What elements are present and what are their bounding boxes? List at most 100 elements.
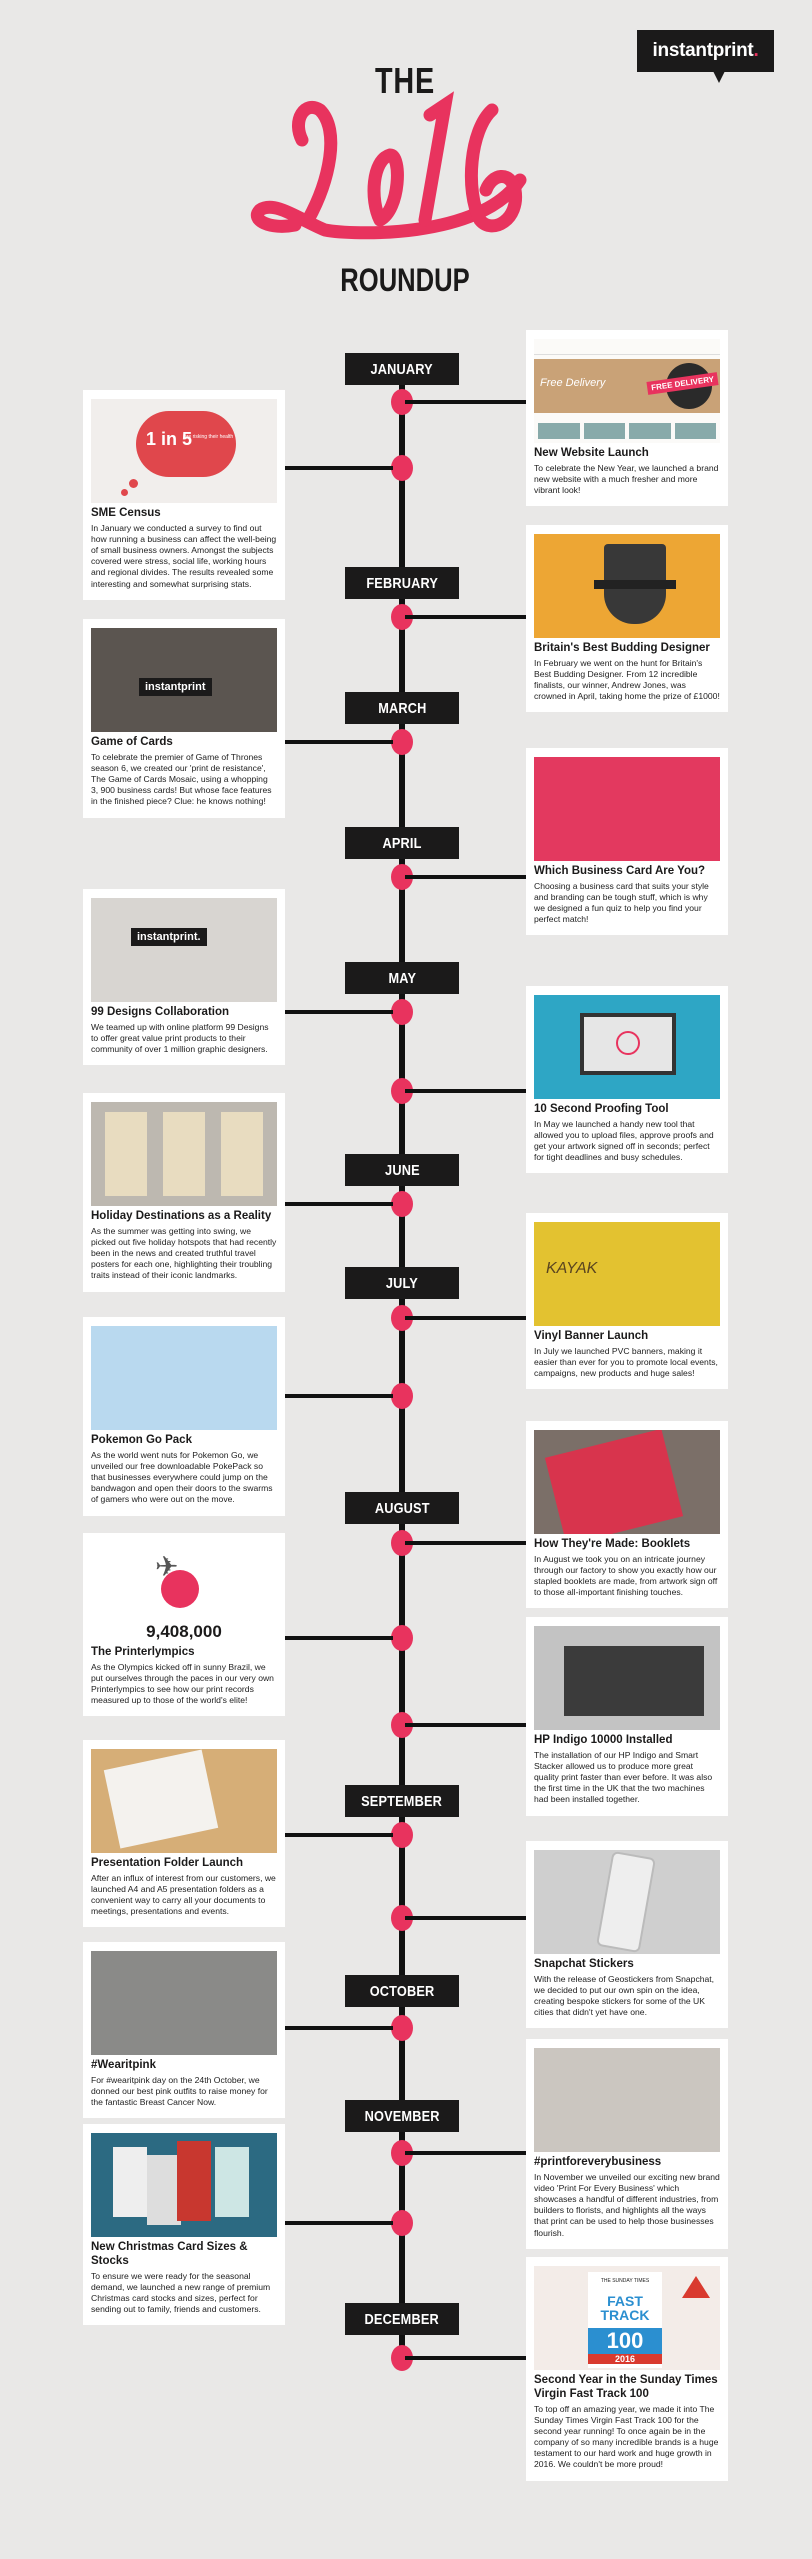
event-title: New Christmas Card Sizes & Stocks [91, 2241, 248, 2267]
month-label-july: JULY [345, 1267, 459, 1299]
event-card-sme-census[interactable]: 1 in 5 are risking their health SME Cens… [83, 390, 285, 600]
timeline-node [391, 1625, 413, 1651]
event-card-wearitpink[interactable]: #Wearitpink For #wearitpink day on the 2… [83, 1942, 285, 2119]
event-card-pokemon-go-pack[interactable]: Pokemon Go Pack As the world went nuts f… [83, 1317, 285, 1516]
timeline-node [391, 455, 413, 481]
title-2016-script [251, 91, 527, 240]
connector-line [285, 1394, 393, 1398]
connector-line [405, 1089, 526, 1093]
connector-line [405, 1316, 526, 1320]
snapchat-phone-image [534, 1850, 720, 1954]
event-title: New Website Launch [534, 447, 649, 459]
event-title: HP Indigo 10000 Installed [534, 1734, 673, 1746]
event-card-the-printerlympics[interactable]: ✈ 9,408,000 The Printerlympics As the Ol… [83, 1533, 285, 1717]
event-card-99-designs-collaboration[interactable]: instantprint. 99 Designs Collaboration W… [83, 889, 285, 1066]
event-title: Second Year in the Sunday Times Virgin F… [534, 2374, 718, 2400]
month-label-october: OCTOBER [345, 1975, 459, 2007]
quiz-flowchart-image [534, 757, 720, 861]
thought-cloud-image: 1 in 5 are risking their health [91, 399, 277, 503]
event-card-snapchat-stickers[interactable]: Snapchat Stickers With the release of Ge… [526, 1841, 728, 2029]
connector-line [405, 2356, 526, 2360]
event-card-presentation-folder-launch[interactable]: Presentation Folder Launch After an infl… [83, 1740, 285, 1928]
event-title: Pokemon Go Pack [91, 1434, 192, 1446]
timeline-node [391, 1383, 413, 1409]
month-label-may: MAY [345, 962, 459, 994]
event-title: Snapchat Stickers [534, 1958, 634, 1970]
event-card-hp-indigo-installed[interactable]: HP Indigo 10000 Installed The installati… [526, 1617, 728, 1816]
event-title: Vinyl Banner Launch [534, 1330, 649, 1342]
connector-line [405, 875, 526, 879]
timeline-node [391, 864, 413, 890]
event-description: As the Olympics kicked off in sunny Braz… [91, 1661, 274, 1706]
month-label-january: JANUARY [345, 353, 459, 385]
pokestop-poster-image [91, 1326, 277, 1430]
event-card-how-theyre-made-booklets[interactable]: How They're Made: Booklets In August we … [526, 1421, 728, 1609]
event-title: 99 Designs Collaboration [91, 1006, 230, 1018]
event-card-new-christmas-cards[interactable]: New Christmas Card Sizes & Stocks To ens… [83, 2124, 285, 2326]
globe-plane-image: ✈ [91, 1542, 277, 1620]
website-screenshot-image: Free Delivery FREE DELIVERY [534, 339, 720, 443]
month-label-december: DECEMBER [345, 2303, 459, 2335]
hp-indigo-press-image [534, 1626, 720, 1730]
connector-line [285, 1202, 393, 1206]
timeline-node [391, 1905, 413, 1931]
timeline-node [391, 1530, 413, 1556]
connector-line [405, 1723, 526, 1727]
connector-line [285, 1010, 393, 1014]
event-description: To ensure we were ready for the seasonal… [91, 2270, 271, 2315]
event-card-sunday-times-fast-track-100[interactable]: THE SUNDAY TIMES FAST TRACK 100 2016 Sec… [526, 2257, 728, 2481]
month-label-march: MARCH [345, 692, 459, 724]
event-description: In July we launched PVC banners, making … [534, 1345, 718, 1379]
event-card-10-second-proofing-tool[interactable]: 10 Second Proofing Tool In May we launch… [526, 986, 728, 1174]
event-card-vinyl-banner-launch[interactable]: KAYAK Vinyl Banner Launch In July we lau… [526, 1213, 728, 1390]
printerlympics-stat: 9,408,000 [146, 1622, 222, 1641]
month-label-april: APRIL [345, 827, 459, 859]
print-products-collage-image: instantprint. [91, 898, 277, 1002]
event-description: The installation of our HP Indigo and Sm… [534, 1749, 713, 1805]
month-label-september: SEPTEMBER [345, 1785, 459, 1817]
event-card-holiday-destinations[interactable]: Holiday Destinations as a Reality As the… [83, 1093, 285, 1292]
designer-shield-image [534, 534, 720, 638]
event-card-which-business-card-are-you[interactable]: Which Business Card Are You? Choosing a … [526, 748, 728, 936]
event-description: With the release of Geostickers from Sna… [534, 1973, 715, 2018]
month-label-november: NOVEMBER [345, 2100, 459, 2132]
brand-video-still-image [534, 2048, 720, 2152]
proofing-monitor-image [534, 995, 720, 1099]
connector-line [285, 740, 393, 744]
event-card-game-of-cards[interactable]: instantprint Game of Cards To celebrate … [83, 619, 285, 818]
event-title: Game of Cards [91, 736, 173, 748]
connector-line [285, 2221, 393, 2225]
fast-track-100-image: THE SUNDAY TIMES FAST TRACK 100 2016 [534, 2266, 720, 2370]
team-pink-photo-image [91, 1951, 277, 2055]
event-title: How They're Made: Booklets [534, 1538, 691, 1550]
event-description: As the summer was getting into swing, we… [91, 1225, 277, 1281]
timeline-node [391, 2210, 413, 2236]
connector-line [285, 466, 393, 470]
logo-text: instantprint [652, 40, 754, 61]
stapled-booklet-image [534, 1430, 720, 1534]
event-description: For #wearitpink day on the 24th October,… [91, 2074, 268, 2108]
timeline-node [391, 2345, 413, 2371]
event-card-printforeverybusiness[interactable]: #printforeverybusiness In November we un… [526, 2039, 728, 2249]
connector-line [285, 1636, 393, 1640]
event-title: Britain's Best Budding Designer [534, 642, 710, 654]
event-description: To celebrate the premier of Game of Thro… [91, 751, 272, 807]
event-title: Presentation Folder Launch [91, 1857, 244, 1869]
event-card-britains-best-budding-designer[interactable]: Britain's Best Budding Designer In Febru… [526, 525, 728, 713]
timeline-node [391, 1191, 413, 1217]
connector-line [285, 1833, 393, 1837]
timeline-node [391, 389, 413, 415]
event-description: As the world went nuts for Pokemon Go, w… [91, 1449, 273, 1505]
timeline-node [391, 2140, 413, 2166]
instantprint-logo[interactable]: instantprint. [637, 30, 774, 83]
connector-line [405, 2151, 526, 2155]
title-the: THE [375, 60, 435, 101]
event-description: In August we took you on an intricate jo… [534, 1553, 718, 1598]
event-description: Choosing a business card that suits your… [534, 880, 709, 925]
event-card-new-website-launch[interactable]: Free Delivery FREE DELIVERY New Website … [526, 330, 728, 507]
month-label-february: FEBRUARY [345, 567, 459, 599]
logo-dot: . [753, 40, 759, 61]
timeline-node [391, 1305, 413, 1331]
event-title: Holiday Destinations as a Reality [91, 1210, 272, 1222]
airplane-icon: ✈ [155, 1551, 179, 1582]
